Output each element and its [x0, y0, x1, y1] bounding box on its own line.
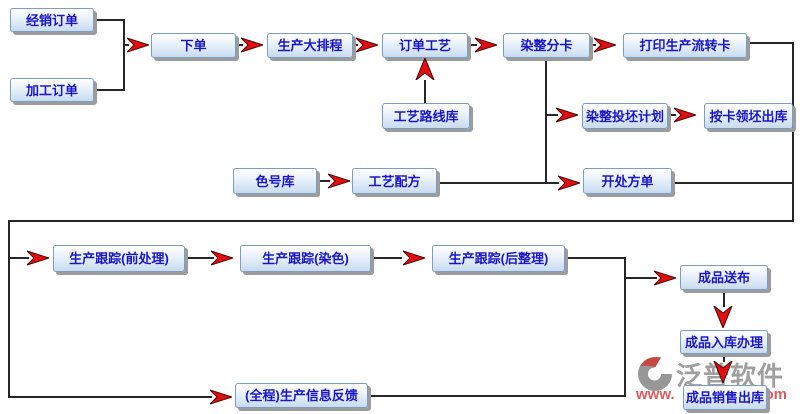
connector-line: [624, 257, 626, 397]
node-process-route-library: 工艺路线库: [382, 103, 470, 129]
node-greige-issue-by-card: 按卡领坯出库: [704, 103, 793, 129]
node-place-order: 下单: [151, 33, 236, 58]
node-label: 打印生产流转卡: [639, 38, 731, 53]
connector-line: [8, 220, 793, 222]
arrowhead-right-icon: [327, 173, 352, 189]
connector-line: [9, 396, 212, 398]
connector-line: [468, 44, 477, 46]
arrowhead-right-icon: [593, 37, 618, 53]
node-label: 成品入库办理: [684, 334, 763, 350]
node-label: 生产大排程: [277, 38, 343, 53]
connector-line: [9, 257, 29, 259]
arrowhead-down-icon: [712, 359, 734, 385]
arrowhead-right-icon: [355, 37, 380, 53]
connector-line: [545, 58, 547, 184]
node-order-process: 订单工艺: [382, 33, 468, 58]
node-label: 工艺配方: [368, 173, 421, 189]
node-finished-cloth-delivery: 成品送布: [680, 265, 768, 290]
node-label: 开处方单: [601, 173, 654, 189]
arrowhead-right-icon: [402, 250, 427, 266]
connector-line: [424, 80, 426, 104]
connector-line: [94, 89, 124, 91]
arrowhead-right-icon: [653, 270, 678, 286]
connector-line: [353, 44, 358, 46]
arrowhead-down-icon: [712, 304, 734, 330]
node-processing-order: 加工订单: [10, 78, 94, 102]
node-label: 经销订单: [25, 12, 78, 28]
arrowhead-right-icon: [474, 37, 499, 53]
node-greige-feeding-plan: 染整投坯计划: [582, 103, 668, 129]
node-label: 成品销售出库: [685, 390, 764, 405]
node-dyeing-finishing-card-split: 染整分卡: [503, 33, 590, 58]
connector-line: [672, 182, 792, 184]
node-label: (全程)生产信息反馈: [245, 388, 358, 403]
connector-line: [792, 42, 794, 222]
node-color-number-library: 色号库: [233, 168, 317, 194]
connector-line: [625, 277, 657, 279]
connector-line: [723, 290, 725, 307]
connector-line: [236, 44, 243, 46]
connector-line: [747, 42, 793, 44]
node-tracking-finishing: 生产跟踪(后整理): [432, 245, 565, 272]
connector-line: [123, 44, 129, 46]
node-master-production-schedule: 生产大排程: [267, 33, 353, 58]
node-tracking-dyeing: 生产跟踪(染色): [240, 245, 371, 272]
node-process-formula: 工艺配方: [352, 168, 437, 194]
arrowhead-right-icon: [210, 250, 235, 266]
connector-line: [668, 114, 676, 116]
node-label: 工艺路线库: [393, 108, 459, 124]
connector-line: [723, 354, 725, 362]
arrowhead-up-icon: [414, 56, 436, 82]
arrowhead-right-icon: [240, 37, 265, 53]
node-label: 下单: [180, 38, 207, 53]
node-label: 生产跟踪(后整理): [448, 251, 549, 266]
node-finished-goods-sales-outbound: 成品销售出库: [683, 385, 767, 410]
node-finished-goods-warehousing: 成品入库办理: [680, 330, 768, 354]
connector-line: [123, 19, 125, 91]
node-label: 色号库: [255, 173, 295, 189]
connector-line: [94, 19, 125, 21]
connector-line: [437, 182, 559, 184]
connector-line: [317, 180, 330, 182]
node-distribution-order: 经销订单: [10, 8, 94, 32]
connector-line: [565, 257, 625, 259]
arrowhead-right-icon: [126, 37, 151, 53]
connector-line: [8, 220, 10, 398]
node-label: 染整投坯计划: [585, 108, 664, 124]
node-label: 生产跟踪(染色): [262, 251, 349, 266]
node-label: 成品送布: [697, 270, 750, 285]
arrowhead-right-icon: [209, 389, 234, 405]
watermark-url-prefix: www.: [636, 386, 675, 403]
connector-line: [368, 395, 625, 397]
node-full-process-info-feedback: (全程)生产信息反馈: [235, 383, 368, 408]
connector-line: [371, 257, 402, 259]
node-label: 订单工艺: [398, 38, 451, 53]
connector-line: [546, 114, 558, 116]
arrowhead-right-icon: [26, 250, 51, 266]
fanpu-logo-icon: [638, 357, 672, 391]
arrowhead-right-icon: [673, 107, 698, 123]
node-tracking-pretreatment: 生产跟踪(前处理): [53, 245, 185, 272]
node-label: 生产跟踪(前处理): [69, 251, 169, 266]
node-label: 加工订单: [25, 82, 78, 98]
arrowhead-right-icon: [555, 107, 580, 123]
connector-line: [590, 44, 596, 46]
node-prescription-order: 开处方单: [583, 168, 672, 194]
connector-line: [185, 257, 214, 259]
node-label: 按卡领坯出库: [709, 108, 788, 124]
node-print-production-flow-card: 打印生产流转卡: [623, 33, 747, 58]
arrowhead-right-icon: [557, 175, 582, 191]
node-label: 染整分卡: [520, 38, 573, 53]
